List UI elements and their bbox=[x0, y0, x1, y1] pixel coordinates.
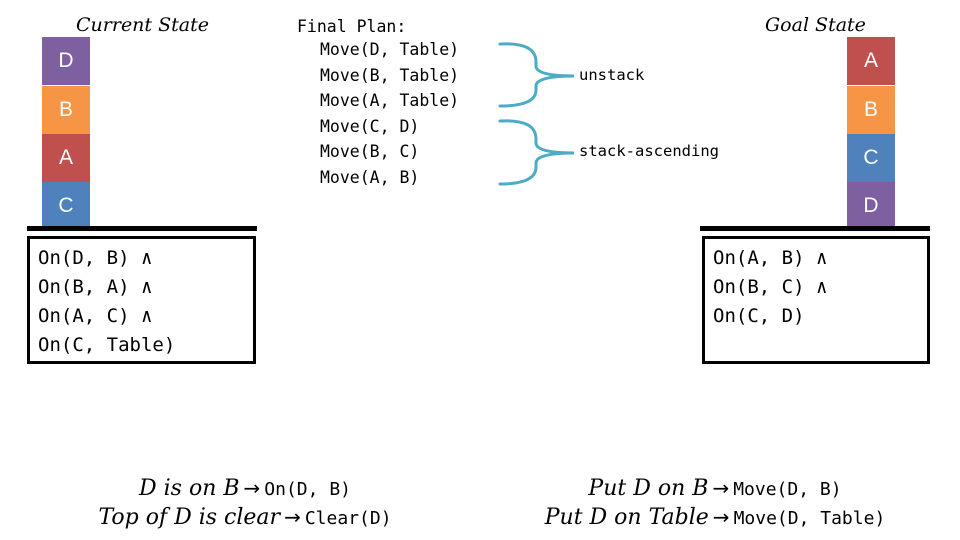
caption-code: On(D, B) bbox=[264, 479, 351, 500]
caption-text: D is on B bbox=[139, 476, 240, 501]
plan-step: Move(A, Table) bbox=[320, 91, 460, 111]
predicate-line: On(A, B) ∧ bbox=[713, 247, 828, 269]
block-label: C bbox=[58, 194, 74, 217]
arrow-icon: → bbox=[712, 476, 730, 500]
goal-block-d[interactable]: D bbox=[847, 182, 895, 230]
predicate-line: On(B, C) ∧ bbox=[713, 276, 828, 298]
block-label: B bbox=[58, 98, 73, 121]
plan-braces bbox=[498, 42, 575, 186]
block-label: D bbox=[863, 194, 879, 217]
unstack-label: unstack bbox=[579, 66, 645, 84]
goal-block-c[interactable]: C bbox=[847, 134, 895, 182]
block-label: A bbox=[863, 49, 878, 72]
plan-step: Move(D, Table) bbox=[320, 40, 460, 59]
goal-block-a[interactable]: A bbox=[847, 37, 895, 85]
caption-line: Put D on B→Move(D, B) bbox=[470, 476, 960, 505]
arrow-icon: → bbox=[712, 505, 730, 529]
goal-state-predicates: On(A, B) ∧ On(B, C) ∧ On(C, D) bbox=[702, 236, 930, 364]
block-label: B bbox=[863, 98, 878, 121]
predicate-line: On(D, B) ∧ bbox=[38, 247, 153, 269]
unstack-brace bbox=[498, 42, 575, 108]
goal-block-b[interactable]: B bbox=[847, 86, 895, 134]
block-label: D bbox=[58, 49, 74, 72]
current-state-predicates: On(D, B) ∧ On(B, A) ∧ On(A, C) ∧ On(C, T… bbox=[27, 236, 256, 364]
block-label: C bbox=[863, 146, 879, 169]
current-block-d[interactable]: D bbox=[42, 37, 90, 85]
right-captions: Put D on B→Move(D, B) Put D on Table→Mov… bbox=[470, 476, 960, 534]
caption-line: D is on B→On(D, B) bbox=[0, 476, 490, 505]
plan-steps: Move(D, Table) Move(B, Table) Move(A, Ta… bbox=[320, 37, 459, 191]
plan-heading: Final Plan: bbox=[297, 17, 407, 36]
stack-ascending-brace bbox=[498, 119, 575, 186]
caption-text: Put D on Table bbox=[544, 505, 709, 530]
caption-text: Put D on B bbox=[588, 476, 709, 501]
current-block-c[interactable]: C bbox=[42, 182, 90, 230]
predicate-line: On(C, Table) bbox=[38, 334, 176, 356]
current-block-b[interactable]: B bbox=[42, 86, 90, 134]
plan-step: Move(B, C) bbox=[320, 142, 420, 162]
predicate-line: On(C, D) bbox=[713, 305, 805, 327]
predicate-line: On(A, C) ∧ bbox=[38, 305, 153, 327]
goal-state-title: Goal State bbox=[765, 14, 866, 36]
stack-ascending-label: stack-ascending bbox=[579, 142, 719, 160]
current-block-a[interactable]: A bbox=[42, 134, 90, 182]
predicate-line: On(B, A) ∧ bbox=[38, 276, 153, 298]
current-state-title: Current State bbox=[76, 14, 209, 36]
arrow-icon: → bbox=[243, 476, 261, 500]
current-table-surface bbox=[27, 226, 257, 231]
caption-text: Top of D is clear bbox=[98, 505, 281, 530]
caption-line: Top of D is clear→Clear(D) bbox=[0, 505, 490, 534]
block-label: A bbox=[58, 146, 73, 169]
plan-step: Move(B, Table) bbox=[320, 65, 460, 85]
plan-step: Move(C, D) bbox=[320, 116, 420, 136]
caption-code: Clear(D) bbox=[304, 508, 392, 529]
goal-table-surface bbox=[700, 226, 930, 231]
plan-step: Move(A, B) bbox=[320, 167, 420, 187]
caption-line: Put D on Table→Move(D, Table) bbox=[470, 505, 960, 534]
caption-code: Move(D, Table) bbox=[733, 508, 886, 529]
left-captions: D is on B→On(D, B) Top of D is clear→Cle… bbox=[0, 476, 490, 534]
caption-code: Move(D, B) bbox=[733, 479, 842, 500]
arrow-icon: → bbox=[284, 505, 301, 529]
